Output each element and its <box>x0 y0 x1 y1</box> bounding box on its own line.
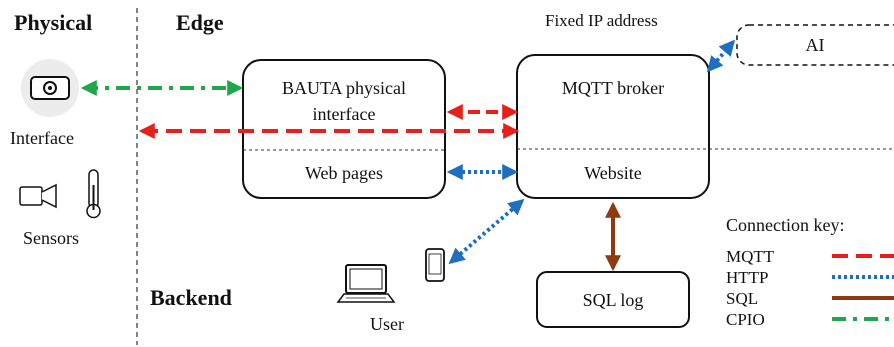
video-camera-icon <box>19 183 57 209</box>
section-edge: Edge <box>176 10 224 35</box>
section-backend: Backend <box>150 285 232 310</box>
legend-title: Connection key: <box>726 215 844 235</box>
ai-node: AI <box>736 24 894 66</box>
user-label: User <box>370 314 404 334</box>
legend-label-mqtt: MQTT <box>726 247 775 266</box>
connection-legend: Connection key: MQTT HTTP SQL CPIO <box>726 215 894 329</box>
sql-log-node: SQL log <box>536 271 690 328</box>
mqtt-broker-node: MQTT broker Website <box>516 54 894 199</box>
mqtt-broker-title: MQTT broker <box>562 78 664 98</box>
laptop-icon <box>336 264 396 303</box>
ai-label: AI <box>806 35 825 55</box>
http-connection-ai <box>706 39 736 73</box>
http-connection-user <box>448 198 525 265</box>
fixed-ip-label: Fixed IP address <box>545 11 658 30</box>
interface-label: Interface <box>10 128 74 148</box>
sensors-label: Sensors <box>23 228 79 248</box>
thermometer-icon <box>86 169 101 219</box>
bauta-title-line1: BAUTA physical <box>282 78 406 98</box>
tablet-icon <box>425 248 445 282</box>
legend-label-cpio: CPIO <box>726 310 765 329</box>
legend-label-http: HTTP <box>726 268 769 287</box>
sql-log-label: SQL log <box>583 290 644 310</box>
camera-icon <box>21 59 79 117</box>
bauta-web-pages: Web pages <box>305 163 383 183</box>
legend-label-sql: SQL <box>726 289 758 308</box>
mqtt-website: Website <box>584 163 642 183</box>
section-physical: Physical <box>14 10 92 35</box>
bauta-title-line2: interface <box>313 104 376 124</box>
